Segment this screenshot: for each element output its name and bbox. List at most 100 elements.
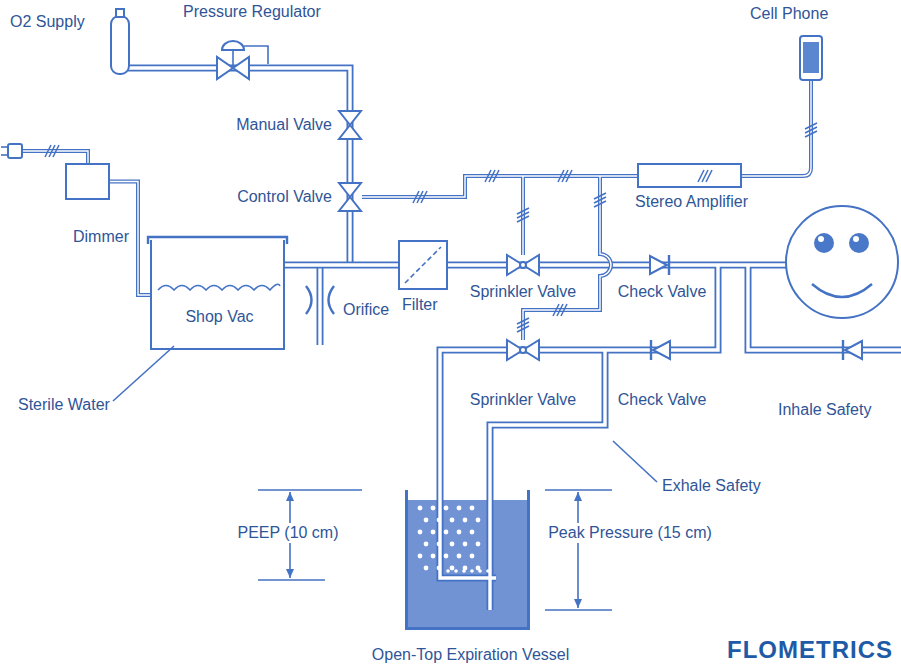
- manual-valve: [339, 125, 361, 139]
- wire-hash: [421, 191, 427, 203]
- component-label: Exhale Safety: [662, 476, 761, 496]
- wire-hash: [594, 201, 606, 207]
- pipe-line: [448, 263, 787, 266]
- dimension-label: PEEP (10 cm): [234, 523, 341, 543]
- bubbles: [463, 518, 468, 523]
- component-label: Control Valve: [237, 187, 332, 207]
- check-valve: [845, 341, 862, 359]
- shop-vac-lid: [158, 284, 280, 290]
- component-label: Orifice: [343, 300, 389, 320]
- power-plug: [1, 154, 8, 156]
- wire-hash: [706, 170, 712, 182]
- bubbles: [478, 569, 482, 573]
- bubbles: [444, 554, 449, 559]
- pipe-line: [128, 68, 350, 265]
- check-valve: [668, 255, 670, 275]
- bubbles: [476, 542, 481, 547]
- o2-cylinder: [111, 16, 129, 74]
- bubbles: [457, 554, 462, 559]
- component-label: Sterile Water: [18, 395, 110, 415]
- orifice-symbol: [329, 286, 335, 314]
- wire-hash: [53, 145, 59, 157]
- dimension-lines: [258, 490, 612, 610]
- bubbles: [424, 542, 429, 547]
- bubbles: [424, 566, 429, 571]
- bubbles: [450, 518, 455, 523]
- bubbles: [476, 518, 481, 523]
- bubbles: [470, 554, 475, 559]
- wire-hash: [45, 123, 817, 332]
- expiration-water: [406, 500, 529, 629]
- manual-valve: [339, 111, 361, 139]
- suction-pipe: [285, 263, 398, 266]
- component-label: Manual Valve: [236, 115, 332, 135]
- leader-line: [613, 441, 657, 482]
- expiration-vessel: Open-Top Expiration Vessel: [405, 490, 530, 630]
- component-label: Sprinkler Valve: [470, 390, 576, 410]
- pressure-regulator: [222, 41, 244, 50]
- bubbles: [486, 569, 490, 573]
- component-label: Inhale Safety: [778, 400, 871, 420]
- pressure-regulator: [217, 57, 233, 79]
- wire-hash: [805, 131, 817, 137]
- signal-wire: [742, 80, 811, 176]
- power-plug: [1, 146, 8, 148]
- check-valve: [653, 341, 670, 359]
- bubbles: [437, 542, 442, 547]
- cell-phone: [800, 36, 822, 80]
- bubbles: [418, 506, 490, 573]
- pipe-line: [318, 265, 321, 345]
- filter-element: [405, 247, 441, 283]
- pipe-line: [128, 68, 901, 610]
- bubbles: [457, 506, 462, 511]
- patient-face: [814, 233, 834, 253]
- patient-face: [853, 236, 859, 242]
- shop-vac-lid: [148, 237, 287, 290]
- dimension-lines: [577, 492, 579, 608]
- wire-hash: [493, 170, 499, 182]
- bubbles: [424, 518, 429, 523]
- sprinkler-valve: [520, 347, 526, 353]
- suction-pipe: [285, 262, 398, 269]
- node-label: Dimmer: [73, 227, 129, 247]
- check-valve: [650, 340, 652, 360]
- node-label: Stereo Amplifier: [635, 192, 748, 212]
- control-valve: [339, 183, 361, 211]
- component-label: Cell Phone: [750, 4, 828, 24]
- pressure-regulator: [217, 41, 268, 79]
- wire-hash: [561, 304, 567, 316]
- leader-line: [113, 346, 174, 401]
- signal-wire: [22, 80, 811, 340]
- bubbles: [431, 554, 436, 559]
- dimension-label: Peak Pressure (15 cm): [545, 523, 715, 543]
- component-label: Sprinkler Valve: [470, 282, 576, 302]
- shop-vac-lid: [148, 237, 287, 244]
- o2-cylinder: [116, 9, 124, 17]
- component-label: Pressure Regulator: [183, 2, 321, 22]
- filter-box: Filter: [398, 240, 448, 290]
- bubbles: [450, 566, 455, 571]
- bubbles: [418, 506, 423, 511]
- bubbles: [450, 542, 455, 547]
- signal-wire: [362, 176, 637, 197]
- component-label: Check Valve: [618, 390, 707, 410]
- pipe-line: [490, 350, 605, 610]
- bubbles: [437, 518, 442, 523]
- wire-hash: [566, 170, 572, 182]
- expiration-water: [406, 500, 529, 629]
- suction-pipe: [285, 265, 398, 266]
- signal-wire: [742, 80, 811, 176]
- cell-phone: [803, 42, 819, 73]
- manual-valve: [339, 111, 361, 125]
- pressure-regulator: [232, 50, 234, 68]
- bubbles: [431, 506, 436, 511]
- pressure-regulator: [233, 57, 249, 79]
- signal-wire: [362, 176, 637, 197]
- bubbles: [444, 530, 449, 535]
- node-label: Filter: [402, 295, 438, 315]
- orifice-symbol: [306, 286, 312, 314]
- bubbles: [446, 569, 450, 573]
- bubbles: [431, 530, 436, 535]
